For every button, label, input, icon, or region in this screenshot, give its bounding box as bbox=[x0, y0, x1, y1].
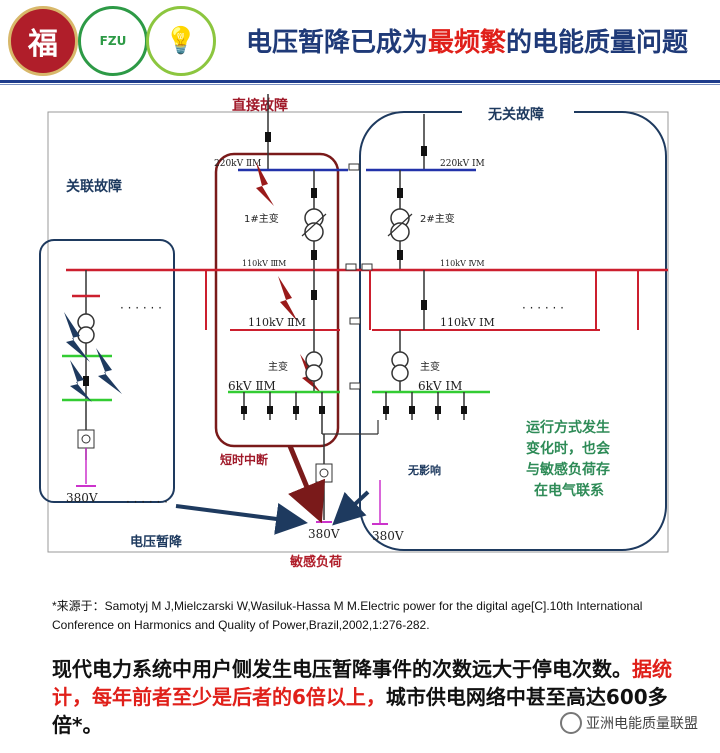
svg-text:6kV ⅡM: 6kV ⅡM bbox=[228, 379, 276, 393]
voltage-sag-label: 电压暂降 bbox=[130, 534, 183, 550]
no-effect-label: 无影响 bbox=[407, 463, 441, 477]
header-divider-thin bbox=[0, 84, 720, 85]
svg-text:· · · · · ·: · · · · · · bbox=[120, 301, 162, 315]
sensitive-load-label: 敏感负荷 bbox=[289, 554, 342, 570]
lightning-icon bbox=[256, 162, 274, 206]
svg-text:变化时，也会: 变化时，也会 bbox=[526, 440, 611, 457]
lightning-icon bbox=[96, 348, 122, 394]
lightning-icon bbox=[70, 360, 92, 402]
direct-fault-label: 直接故障 bbox=[232, 97, 288, 114]
svg-text:380V: 380V bbox=[372, 529, 404, 543]
short-interrupt-label: 短时中断 bbox=[220, 452, 268, 467]
lightning-icon bbox=[278, 276, 298, 322]
svg-text:6kV ⅠM: 6kV ⅠM bbox=[418, 379, 462, 393]
source-citation: *来源于：Samotyj M J,Mielczarski W,Wasiluk-H… bbox=[52, 599, 643, 632]
lightbulb-logo: 💡 bbox=[146, 6, 216, 76]
svg-text:110kV ⅠM: 110kV ⅠM bbox=[440, 316, 495, 329]
unrelated-fault-label: 无关故障 bbox=[487, 106, 544, 123]
related-fault-label: 关联故障 bbox=[66, 178, 122, 195]
svg-text:· · · · · ·: · · · · · · bbox=[126, 495, 168, 509]
svg-text:110kV ⅣM: 110kV ⅣM bbox=[440, 259, 485, 268]
svg-text:380V: 380V bbox=[66, 491, 98, 505]
direct-fault-zone bbox=[214, 152, 340, 448]
fzu-emblem-logo: FZU bbox=[78, 6, 148, 76]
lightning-icon bbox=[64, 312, 90, 362]
wechat-icon bbox=[560, 712, 582, 734]
svg-text:110kV ⅡM: 110kV ⅡM bbox=[248, 316, 306, 329]
svg-text:主变: 主变 bbox=[268, 360, 288, 373]
operation-mode-note: 运行方式发生 变化时，也会 与敏感负荷存 在电气联系 bbox=[526, 419, 611, 499]
related-fault-zone bbox=[39, 239, 175, 503]
svg-text:主变: 主变 bbox=[420, 360, 440, 373]
svg-text:110kV ⅢM: 110kV ⅢM bbox=[242, 259, 286, 268]
svg-text:运行方式发生: 运行方式发生 bbox=[526, 419, 610, 436]
diagram-frame bbox=[47, 111, 669, 553]
svg-text:220kV ⅡM: 220kV ⅡM bbox=[214, 159, 261, 169]
wechat-watermark: 亚洲电能质量联盟 bbox=[560, 712, 698, 734]
power-system-diagram: 直接故障 无关故障 关联故障 220kV ⅡM 220kV ⅠM 1#主变 2#… bbox=[39, 94, 669, 570]
svg-text:与敏感负荷存: 与敏感负荷存 bbox=[526, 461, 610, 478]
page-title: 电压暂降已成为最频繁的电能质量问题 bbox=[246, 28, 689, 58]
university-seal-logo: 福 bbox=[8, 6, 78, 76]
svg-text:在电气联系: 在电气联系 bbox=[534, 482, 604, 499]
svg-text:2#主变: 2#主变 bbox=[420, 212, 455, 225]
svg-text:220kV ⅠM: 220kV ⅠM bbox=[440, 159, 485, 169]
svg-text:1#主变: 1#主变 bbox=[244, 212, 279, 225]
summary-text: 现代电力系统中用户侧发生电压暂降事件的次数远大于停电次数。据统计，每年前者至少是… bbox=[52, 657, 672, 737]
svg-text:· · · · · ·: · · · · · · bbox=[522, 301, 564, 315]
header-divider bbox=[0, 80, 720, 83]
svg-text:380V: 380V bbox=[308, 527, 340, 541]
